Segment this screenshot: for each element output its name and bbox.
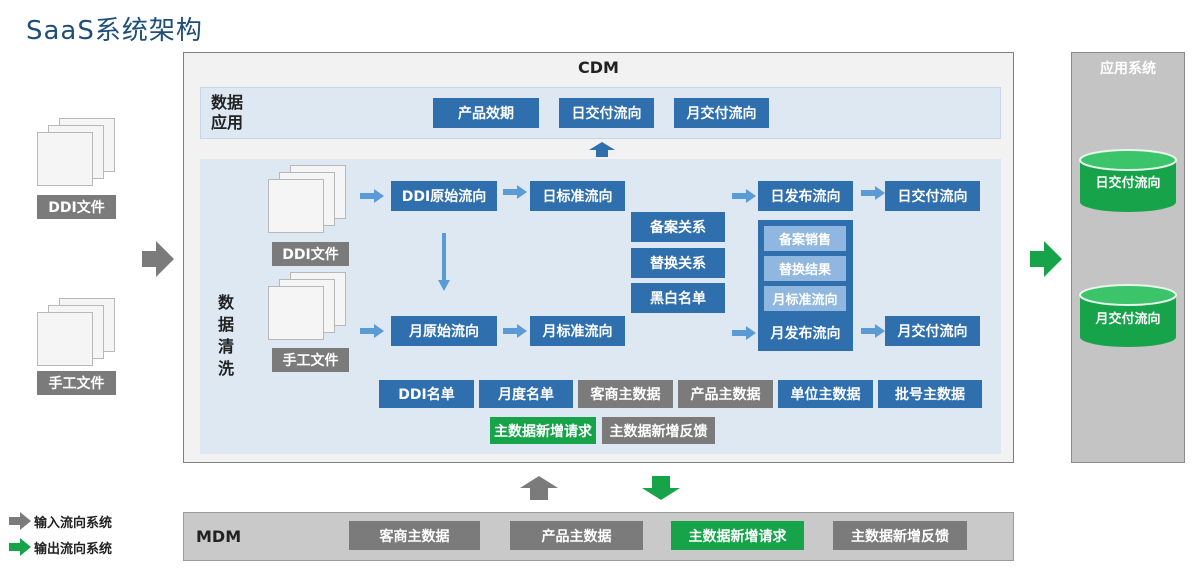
- month-deliver-flow-box: 月交付流向: [885, 316, 980, 346]
- inner-ddi-file-label: DDI文件: [272, 242, 349, 266]
- pub-inner-replace-result: 替换结果: [764, 256, 846, 281]
- input-arrow-icon: [142, 241, 174, 277]
- mdm-master-add-request: 主数据新增请求: [671, 521, 804, 550]
- cdm-master-add-feedback: 主数据新增反馈: [602, 417, 715, 444]
- relation-filing: 备案关系: [631, 212, 725, 242]
- left-input-manual-file: 手工文件: [37, 371, 116, 395]
- manual-file-stack-icon: [37, 298, 117, 374]
- db-day-deliver-icon: [1079, 149, 1177, 212]
- db-day-deliver-label: 日交付流向: [1095, 176, 1161, 191]
- mdm-label: MDM: [196, 527, 242, 546]
- relation-blackwhite-list: 黑白名单: [631, 283, 725, 313]
- master-ddi-list: DDI名单: [379, 380, 474, 408]
- day-pub-flow-box: 日发布流向: [758, 181, 853, 211]
- mdm-down-arrow-icon: [642, 476, 680, 500]
- master-batch-data: 批号主数据: [878, 380, 982, 408]
- inner-manual-file-stack-icon: [268, 272, 348, 348]
- month-std-flow-box: 月标准流向: [530, 316, 625, 346]
- master-product-data: 产品主数据: [678, 380, 773, 408]
- day-deliver-flow-box: 日交付流向: [885, 181, 980, 211]
- left-input-ddi-file: DDI文件: [37, 195, 116, 219]
- month-raw-flow-box: 月原始流向: [391, 316, 497, 346]
- relation-replace: 替换关系: [631, 248, 725, 278]
- mdm-product-data: 产品主数据: [510, 521, 643, 550]
- db-month-deliver-icon: [1079, 284, 1177, 347]
- app-item-month-deliver: 月交付流向: [674, 98, 769, 128]
- cdm-label: CDM: [578, 58, 619, 77]
- day-std-flow-box: 日标准流向: [530, 181, 625, 211]
- master-customer-data: 客商主数据: [578, 380, 673, 408]
- up-arrow-icon: [589, 142, 615, 157]
- legend-output-label: 输出流向系统: [34, 542, 113, 557]
- pub-inner-filing-sales: 备案销售: [764, 226, 846, 251]
- app-item-day-deliver: 日交付流向: [559, 98, 654, 128]
- app-system-container: [1071, 52, 1185, 463]
- mdm-up-arrow-icon: [520, 476, 558, 500]
- db-month-deliver-label: 月交付流向: [1095, 312, 1161, 327]
- master-monthly-list: 月度名单: [479, 380, 573, 408]
- output-arrow-icon: [1030, 241, 1062, 277]
- month-pub-flow-label: 月发布流向: [770, 326, 841, 342]
- legend-input-label: 输入流向系统: [34, 516, 113, 531]
- pub-inner-month-std: 月标准流向: [764, 286, 846, 311]
- inner-ddi-file-stack-icon: [268, 165, 348, 241]
- ddi-file-stack-icon: [37, 118, 117, 194]
- legend-output-arrow-icon: [9, 538, 31, 556]
- app-system-label: 应用系统: [1100, 61, 1156, 77]
- data-clean-label: 数据 清洗: [218, 270, 238, 402]
- mdm-master-add-feedback: 主数据新增反馈: [833, 521, 967, 550]
- inner-manual-file-label: 手工文件: [272, 348, 349, 372]
- master-unit-data: 单位主数据: [778, 380, 873, 408]
- page-title: SaaS系统架构: [26, 16, 203, 46]
- data-clean-label-text: 数据 清洗: [218, 293, 235, 378]
- mdm-customer-data: 客商主数据: [349, 521, 480, 550]
- data-app-label: 数据 应用: [211, 93, 244, 132]
- cdm-master-add-request: 主数据新增请求: [490, 417, 596, 444]
- app-item-product-expiry: 产品效期: [433, 98, 539, 128]
- legend-input-arrow-icon: [9, 512, 31, 530]
- ddi-raw-flow-box: DDI原始流向: [391, 181, 497, 211]
